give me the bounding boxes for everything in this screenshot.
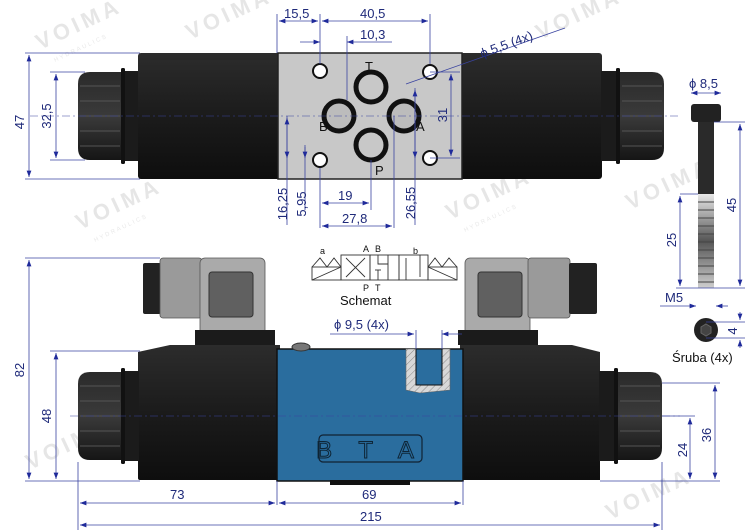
port-label-a: A xyxy=(416,119,425,134)
svg-text:P: P xyxy=(363,283,369,293)
top-view: T B A P 47 32,5 15,5 40,5 10,3 ϕ 5,5 (4x… xyxy=(12,6,680,229)
dim-82: 82 xyxy=(12,363,27,377)
screw-head-height: 4 xyxy=(725,327,740,334)
screw-detail: ϕ 8,5 45 25 M5 4 Śruba (4x) xyxy=(660,76,745,365)
left-side-knob xyxy=(78,368,139,464)
dim-19: 19 xyxy=(338,188,352,203)
dim-31: 31 xyxy=(435,108,450,122)
port-label-p: P xyxy=(375,163,384,178)
dim-73: 73 xyxy=(170,487,184,502)
dim-10-3: 10,3 xyxy=(360,27,385,42)
port-diameter-callout: ϕ 9,5 (4x) xyxy=(334,317,389,332)
screw-length: 45 xyxy=(724,198,739,212)
dim-26-55: 26,55 xyxy=(403,187,418,220)
dim-40-5: 40,5 xyxy=(360,6,385,21)
screw-diameter: ϕ 8,5 xyxy=(689,76,718,91)
dim-5-95: 5,95 xyxy=(294,191,309,216)
svg-text:T: T xyxy=(375,283,381,293)
right-side-knob xyxy=(599,368,662,464)
dim-32-5: 32,5 xyxy=(39,103,54,128)
bolt-hole xyxy=(312,152,328,168)
dim-36: 36 xyxy=(699,428,714,442)
dim-47: 47 xyxy=(12,115,27,129)
svg-text:VOIMA: VOIMA xyxy=(602,463,696,525)
left-connector-plug xyxy=(143,257,275,345)
port-label-b: B xyxy=(319,119,328,134)
screw-thread-length: 25 xyxy=(664,233,679,247)
port-label-t: T xyxy=(365,59,373,74)
svg-text:a: a xyxy=(320,246,325,256)
schematic-labels: a b A B P T Schemat xyxy=(320,244,418,308)
svg-text:VOIMA: VOIMA xyxy=(72,173,166,235)
dim-27-8: 27,8 xyxy=(342,211,367,226)
bolt-hole xyxy=(312,63,328,79)
svg-text:VOIMA: VOIMA xyxy=(532,0,626,45)
right-connector-plug xyxy=(458,257,597,345)
dim-15-5: 15,5 xyxy=(284,6,309,21)
dim-69: 69 xyxy=(362,487,376,502)
dim-24: 24 xyxy=(675,443,690,457)
dim-215: 215 xyxy=(360,509,382,524)
schematic-title: Schemat xyxy=(340,293,392,308)
dim-48: 48 xyxy=(39,409,54,423)
hydraulic-schematic xyxy=(311,254,458,281)
svg-text:B: B xyxy=(375,244,381,254)
dim-16-25: 16,25 xyxy=(275,188,290,221)
body-marking-text: B T A xyxy=(316,437,424,464)
svg-text:b: b xyxy=(413,246,418,256)
svg-text:A: A xyxy=(363,244,369,254)
side-view: B T A ϕ 9,5 (4x) 82 48 73 69 215 xyxy=(12,257,720,530)
svg-text:VOIMA: VOIMA xyxy=(182,0,276,45)
screw-thread-size: M5 xyxy=(665,290,683,305)
screw-caption: Śruba (4x) xyxy=(672,350,733,365)
